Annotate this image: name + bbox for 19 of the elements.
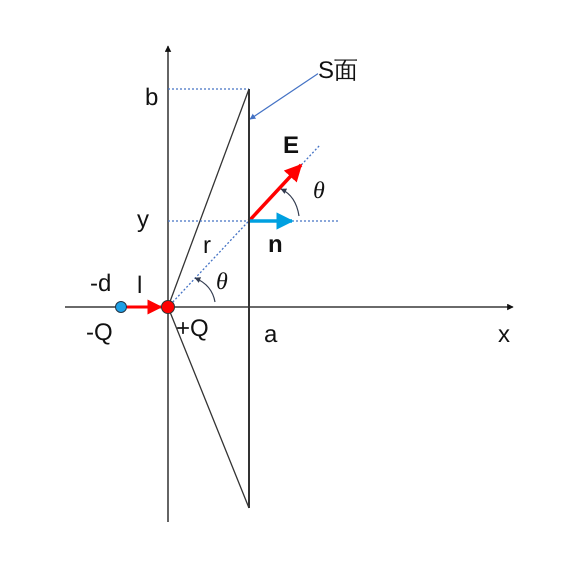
charge-label: -Q bbox=[86, 320, 113, 346]
edge-label: l bbox=[137, 273, 142, 299]
surface-line bbox=[248, 89, 250, 508]
angle-label: θ bbox=[216, 269, 228, 295]
axis-label: b bbox=[145, 85, 158, 111]
distance-label: r bbox=[203, 233, 211, 259]
vector-label: n bbox=[268, 232, 283, 258]
position-label: -d bbox=[90, 271, 112, 297]
dipole-arrow bbox=[127, 300, 162, 314]
leader-line bbox=[250, 73, 318, 120]
charge-dot bbox=[161, 300, 175, 314]
charge-dot bbox=[115, 301, 127, 313]
axis-label: x bbox=[498, 322, 510, 348]
charge-label: +Q bbox=[176, 316, 209, 342]
angle-label: θ bbox=[313, 178, 325, 204]
axis-label: y bbox=[137, 207, 149, 233]
vector-label: E bbox=[283, 133, 300, 159]
surface-label: S面 bbox=[318, 58, 358, 84]
position-label: a bbox=[264, 322, 278, 348]
